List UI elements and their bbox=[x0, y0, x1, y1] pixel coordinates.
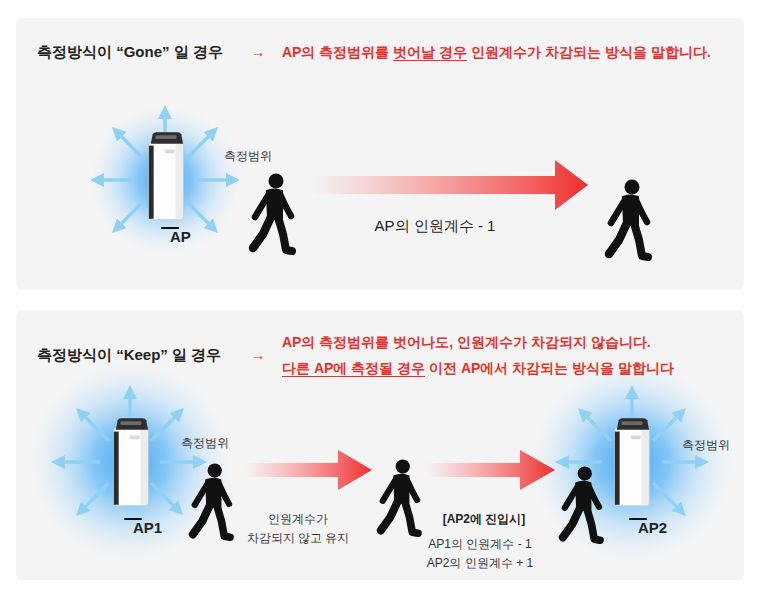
walking-person bbox=[253, 174, 292, 252]
range-glow bbox=[87, 102, 243, 258]
count-note: AP1의 인원계수 - 1 bbox=[428, 537, 531, 553]
range-arrow bbox=[97, 178, 135, 182]
walking-person bbox=[381, 459, 418, 533]
device-name: AP bbox=[170, 228, 191, 247]
walking-person bbox=[193, 463, 230, 537]
mode-description: AP의 측정범위를 벗어나도, 인원계수가 차감되지 않습니다. bbox=[282, 333, 651, 351]
text-underline bbox=[282, 376, 425, 377]
range-arrow bbox=[186, 201, 213, 228]
mode-description: 다른 AP에 측정될 경우 이전 AP에서 차감되는 방식을 말합니다 bbox=[282, 359, 674, 377]
device-tag: AP1 bbox=[124, 518, 142, 520]
range-arrow bbox=[662, 460, 702, 464]
device-tag: AP bbox=[161, 227, 179, 229]
range-arrow bbox=[151, 413, 179, 441]
text-underline bbox=[393, 60, 467, 61]
range-glow bbox=[25, 357, 235, 567]
range-label: 측정범위 bbox=[181, 436, 229, 452]
event-heading: [AP2에 진입시] bbox=[443, 512, 526, 528]
count-note: AP의 인원계수 - 1 bbox=[375, 216, 496, 236]
panel-heading: 측정방식이 “Keep” 일 경우 bbox=[37, 346, 221, 365]
range-arrow bbox=[562, 460, 602, 464]
range-arrow bbox=[58, 460, 100, 464]
range-arrow bbox=[117, 132, 144, 159]
move-arrow bbox=[246, 450, 372, 490]
mode-description: AP의 측정범위를 벗어날 경우 인원계수가 차감되는 방식을 말합니다. bbox=[282, 43, 711, 61]
panel-heading: 측정방식이 “Gone” 일 경우 bbox=[37, 43, 223, 62]
count-note: AP2의 인원계수 + 1 bbox=[427, 556, 533, 572]
range-label: 측정범위 bbox=[224, 149, 272, 165]
range-arrows bbox=[97, 112, 233, 228]
range-arrow bbox=[151, 483, 178, 510]
range-arrow bbox=[81, 413, 109, 441]
range-arrow bbox=[653, 483, 681, 511]
range-arrow bbox=[583, 413, 611, 441]
move-arrow bbox=[310, 160, 588, 210]
range-arrow bbox=[186, 132, 213, 159]
range-glow bbox=[527, 357, 737, 567]
air-purifier bbox=[114, 418, 148, 505]
count-note: 인원계수가 차감되지 않고 유지 bbox=[246, 510, 351, 547]
air-purifier bbox=[615, 418, 649, 505]
walking-person bbox=[563, 466, 600, 540]
device-name: AP1 bbox=[133, 519, 162, 538]
panel-ground bbox=[16, 310, 744, 580]
move-arrow bbox=[426, 450, 555, 490]
range-label: 측정범위 bbox=[682, 438, 730, 454]
pointer-arrow: → bbox=[251, 42, 266, 62]
device-tag: AP2 bbox=[629, 518, 647, 520]
mode-panel: 측정방식이 “Keep” 일 경우AP1AP2 bbox=[16, 310, 744, 580]
range-arrows bbox=[58, 392, 702, 511]
pointer-arrow: → bbox=[251, 345, 266, 365]
device-name: AP2 bbox=[638, 519, 667, 538]
range-arrow bbox=[117, 201, 144, 228]
panel-ground bbox=[16, 18, 744, 290]
walking-person bbox=[609, 180, 648, 258]
range-arrow bbox=[81, 483, 109, 511]
range-arrow bbox=[160, 460, 200, 464]
range-arrow bbox=[653, 413, 681, 441]
range-arrow bbox=[195, 178, 233, 182]
air-purifier bbox=[149, 132, 183, 219]
